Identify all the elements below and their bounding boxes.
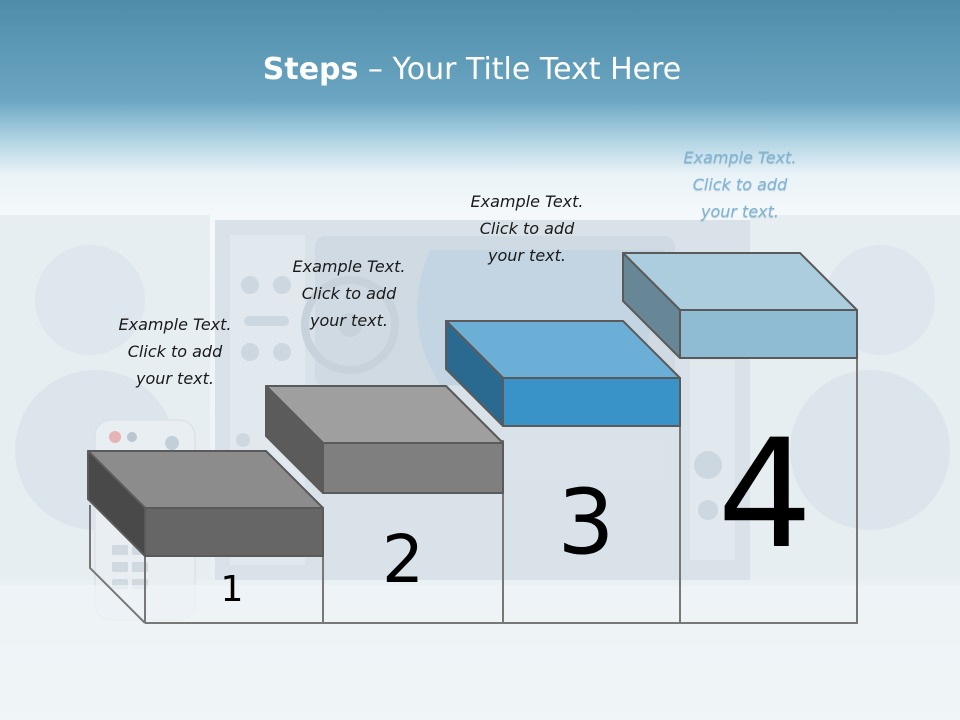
step-4-line-2: Click to add [692, 175, 788, 194]
step-4-block-front [679, 309, 858, 359]
step-3-number: 3 [557, 470, 615, 575]
title-rest: – Your Title Text Here [358, 52, 682, 87]
step-3-caption[interactable]: Example Text. Click to add your text. [442, 188, 612, 269]
step-2-block [265, 385, 504, 494]
step-2-block-front [322, 442, 504, 494]
step-3-line-2: Click to add [479, 219, 575, 238]
step-1-number: 1 [220, 569, 244, 610]
step-1-line-3: your text. [135, 369, 214, 388]
step-1-block [87, 450, 324, 557]
step-2-number: 2 [382, 521, 424, 598]
step-3-line-3: your text. [487, 246, 566, 265]
step-2-caption[interactable]: Example Text. Click to add your text. [264, 253, 434, 334]
step-2-line-2: Click to add [301, 284, 397, 303]
step-2-line-3: your text. [309, 311, 388, 330]
step-3-line-1: Example Text. [470, 192, 584, 211]
step-2-line-1: Example Text. [292, 257, 406, 276]
title-bold: Steps [262, 52, 359, 87]
step-4-block [622, 252, 858, 359]
step-3-block [445, 320, 681, 427]
step-1-line-1: Example Text. [118, 315, 232, 334]
step-4-caption[interactable]: Example Text. Click to add your text. [655, 144, 825, 225]
step-4-number: 4 [717, 408, 813, 582]
step-4-line-3: your text. [700, 202, 779, 221]
step-1-block-front [144, 507, 324, 557]
step-1-caption[interactable]: Example Text. Click to add your text. [90, 311, 260, 392]
step-4-line-1: Example Text. [683, 148, 797, 167]
slide-title[interactable]: Steps – Your Title Text Here [0, 52, 944, 87]
step-3-block-front [502, 377, 681, 427]
step-1-line-2: Click to add [127, 342, 223, 361]
